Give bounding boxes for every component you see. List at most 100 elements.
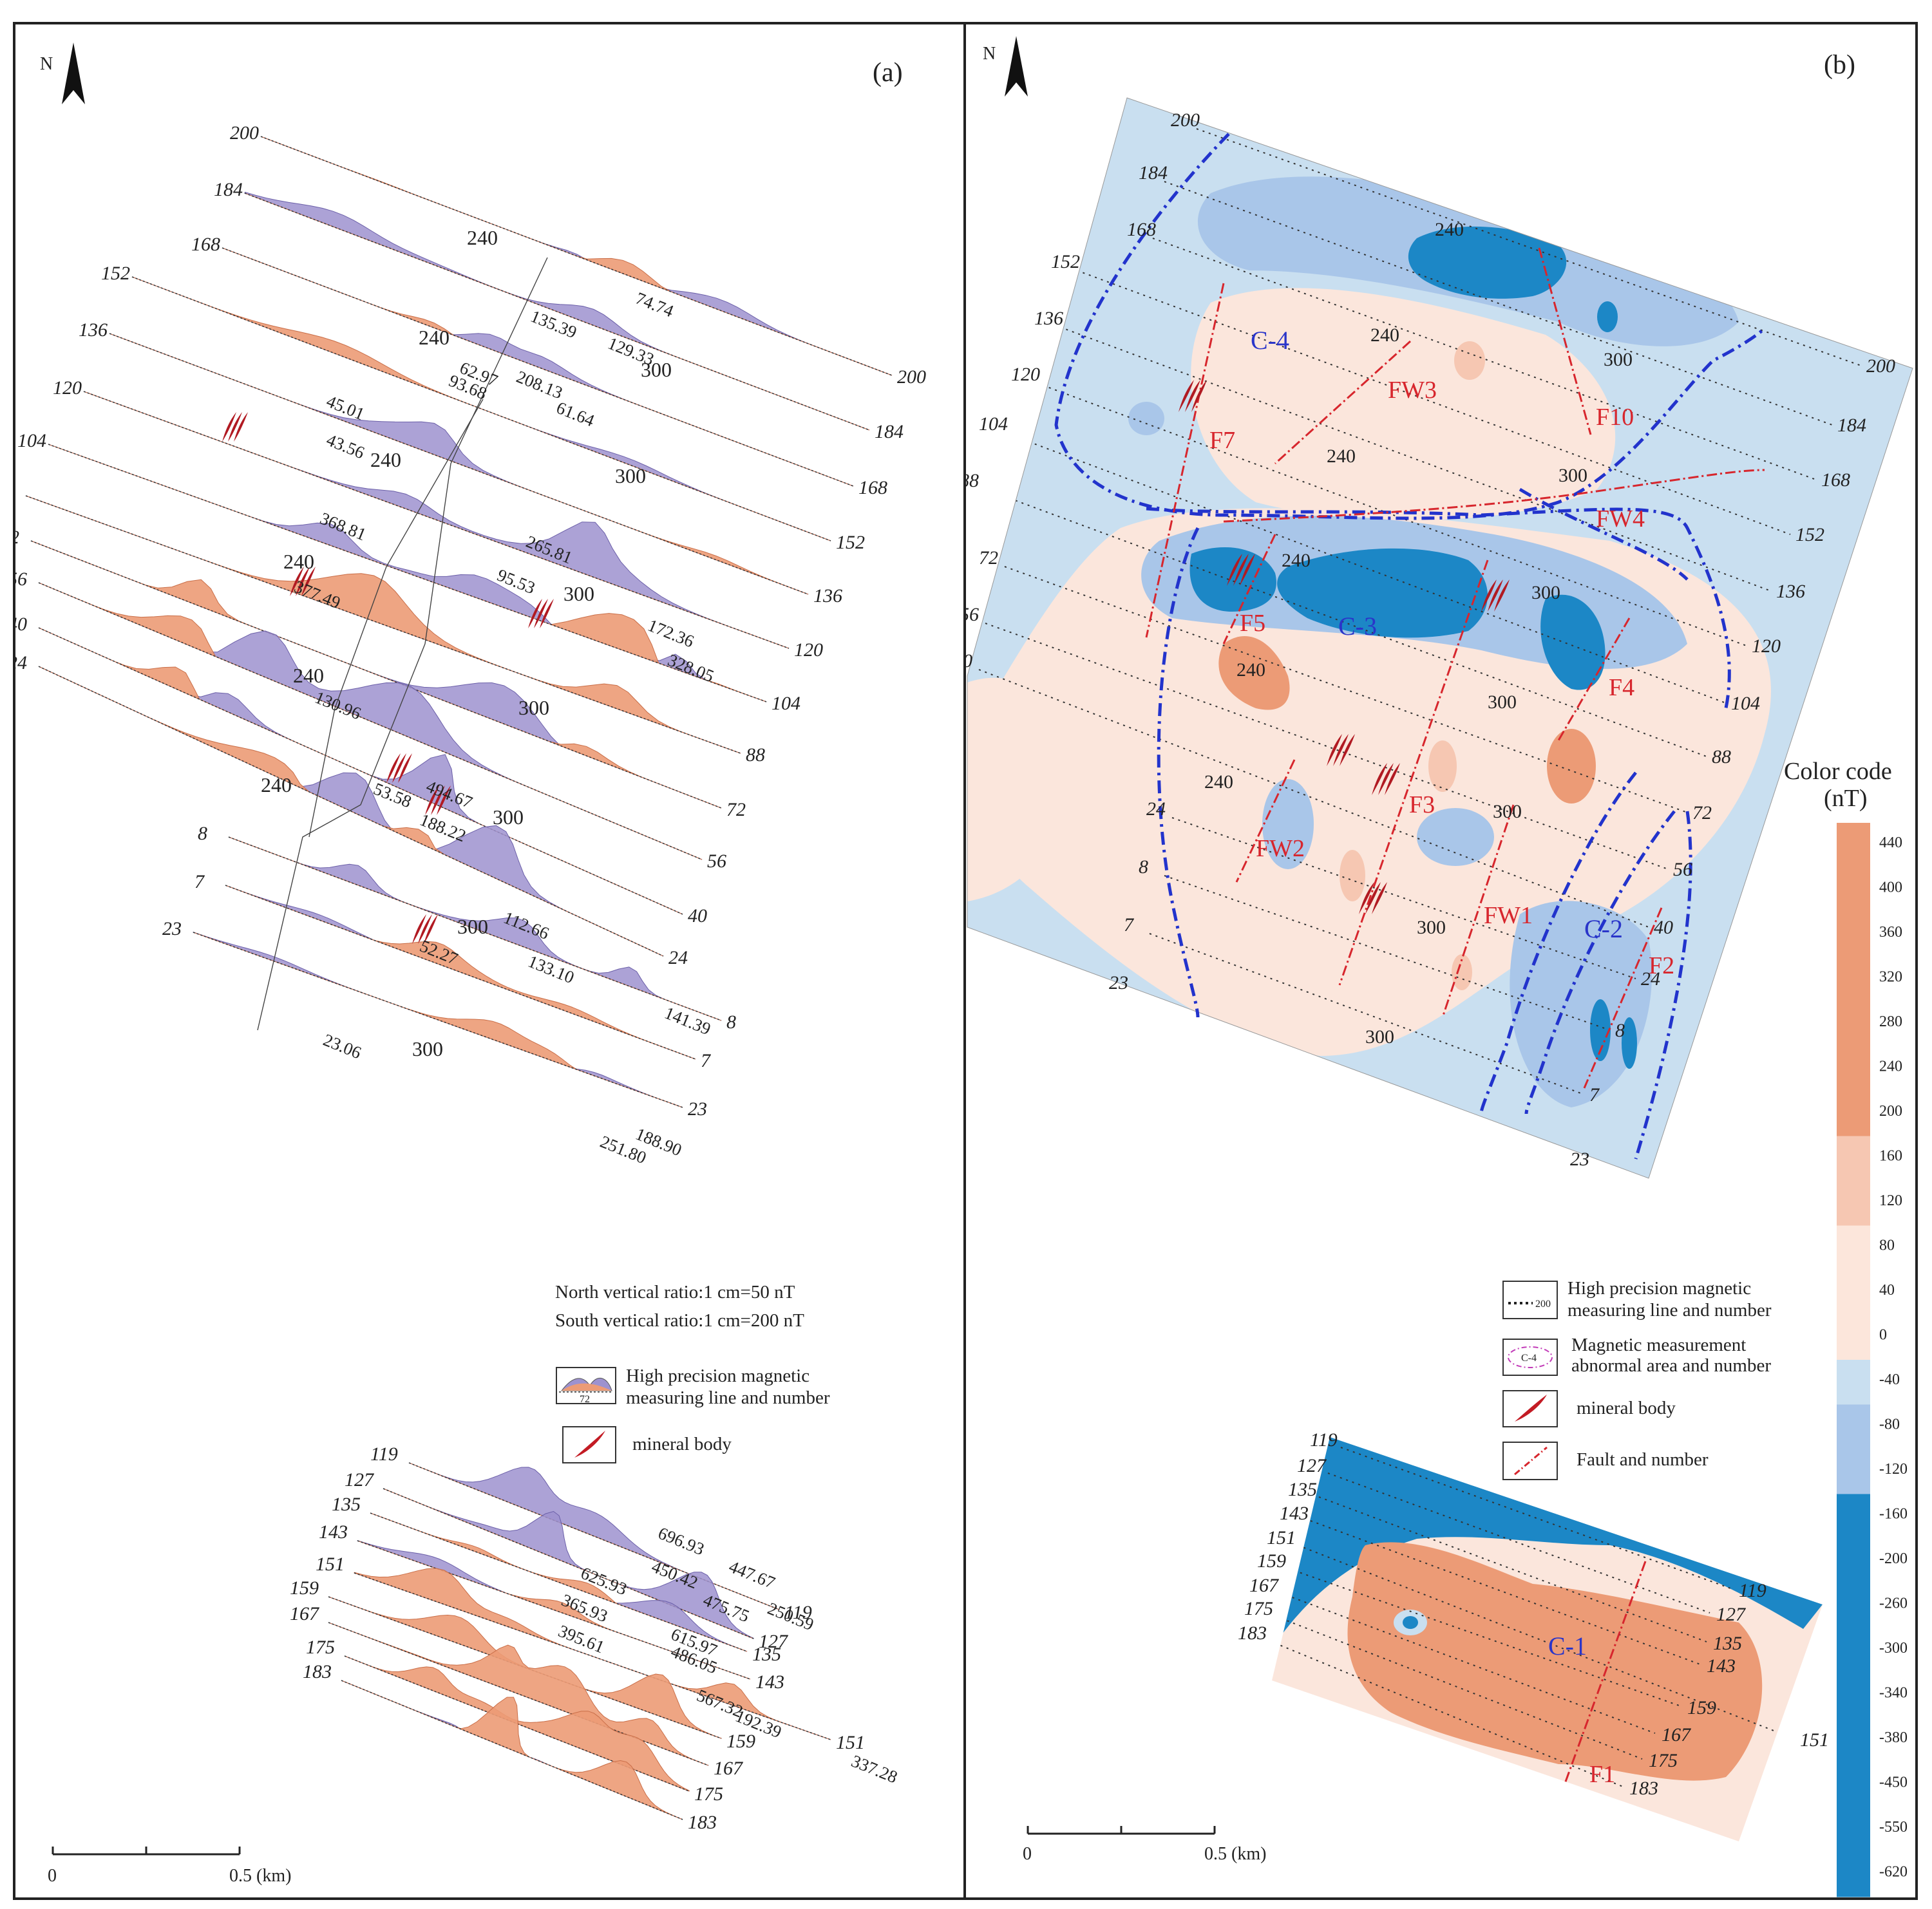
color-tick: 320 (1879, 969, 1902, 986)
map-measuring-line (1164, 875, 1611, 1031)
map-line-number-end: 127 (1716, 1604, 1747, 1625)
mineral-body (418, 914, 432, 944)
line-number-end: 143 (755, 1671, 784, 1693)
map-line-number-start: 119 (1310, 1429, 1338, 1451)
map-contour-label: 240 (1435, 219, 1464, 240)
color-code-title: Color code (1784, 758, 1892, 785)
line-number-start: 184 (214, 179, 243, 200)
map-line-number-start: 175 (1244, 1598, 1273, 1619)
map-line-number-end: 167 (1662, 1724, 1692, 1745)
measuring-line (83, 391, 790, 649)
color-code-unit: (nT) (1824, 785, 1868, 812)
line-number-start: 24 (8, 652, 27, 673)
map-measuring-line (1152, 238, 1817, 480)
value-label-south: 447.67 (726, 1557, 778, 1593)
value-label: 172.36 (645, 616, 697, 652)
color-tick: 0 (1879, 1327, 1887, 1344)
color-band (1837, 1225, 1870, 1271)
scale-b-zero: 0 (1023, 1844, 1032, 1864)
map-line-number-end: 200 (1866, 355, 1895, 377)
measuring-line (244, 193, 870, 431)
color-band (1837, 912, 1870, 957)
line-number-end: 88 (746, 744, 765, 766)
map-line-number-end: 40 (1654, 917, 1673, 938)
legend-b-mineral: mineral body (1577, 1398, 1676, 1418)
color-tick: -260 (1879, 1595, 1908, 1612)
anomaly-label: C-2 (1584, 914, 1623, 943)
measuring-line (38, 666, 664, 957)
color-band (1837, 823, 1870, 868)
color-tick: -40 (1879, 1371, 1900, 1388)
north-arrow-icon: N (40, 42, 85, 104)
measuring-line (109, 333, 809, 595)
line-number-start: 200 (230, 122, 259, 144)
map-line-number-end: 151 (1800, 1729, 1829, 1751)
line-number-end: 24 (668, 947, 688, 968)
panel-a-label: (a) (873, 58, 903, 88)
map-mineral-body (1327, 734, 1342, 766)
value-label: 43.56 (324, 430, 368, 463)
measuring-line (370, 1512, 748, 1652)
map-line-number-start: 184 (1139, 162, 1168, 183)
contour-label: 240 (283, 550, 314, 573)
line-number-start: 119 (370, 1444, 398, 1465)
line-number-end: 167 (714, 1758, 744, 1779)
fault-label: F4 (1609, 674, 1634, 701)
map-line-number-start: 151 (1267, 1527, 1296, 1548)
map-line-number-end: 56 (1673, 859, 1692, 880)
measuring-line (38, 627, 683, 915)
map-line-number-end: 8 (1615, 1020, 1625, 1041)
map-mineral-body (1488, 579, 1503, 612)
map-line-number-end: 175 (1649, 1750, 1678, 1771)
anomaly-label: C-1 (1548, 1632, 1587, 1660)
mineral-body (301, 567, 316, 596)
line-number-end: 56 (707, 851, 726, 872)
contour-label: 240 (293, 664, 324, 687)
panel-a-scale-bar: 0 0.5 (km) (48, 1847, 291, 1886)
color-band (1837, 1628, 1870, 1673)
color-band (1837, 1136, 1870, 1181)
map-line-number-start: 200 (1171, 109, 1200, 131)
line-number-end: 184 (875, 421, 904, 442)
map-line-number-end: 119 (1739, 1580, 1766, 1601)
color-tick: -550 (1879, 1819, 1908, 1836)
anomaly-boundaries (1054, 133, 1766, 1160)
mineral-body (296, 567, 310, 596)
map-line-number-start: 24 (1146, 798, 1166, 820)
color-band (1837, 1181, 1870, 1226)
color-tick: 400 (1879, 879, 1902, 896)
south-profiles (328, 1462, 831, 1820)
line-number-start: 120 (53, 377, 82, 399)
map-line-number-end: 104 (1731, 693, 1760, 714)
mineral-body (234, 412, 248, 442)
color-band (1837, 1583, 1870, 1629)
line-number-end: 23 (688, 1098, 707, 1120)
measuring-line (228, 836, 722, 1021)
fault-labels: F7 FW3 F10 FW4 F5 F4 F3 FW2 FW1 F2 F1 (1209, 377, 1674, 1788)
color-tick: 360 (1879, 924, 1902, 941)
panel-a-legend: 72 High precision magnetic measuring lin… (556, 1366, 830, 1463)
anomaly-label: C-4 (1251, 326, 1289, 355)
color-tick: 200 (1879, 1103, 1902, 1120)
fault-label: FW4 (1596, 505, 1645, 532)
map-line-number-end: 23 (1570, 1149, 1589, 1170)
mineral-body-icon-b (1515, 1395, 1547, 1422)
north-vertical-ratio: North vertical ratio:1 cm=50 nT (555, 1282, 795, 1302)
contour-label: 300 (518, 696, 549, 719)
contour-label: 240 (261, 773, 292, 796)
north-letter: N (40, 54, 53, 74)
map-line-number-start: 152 (1051, 251, 1080, 272)
map-mineral-body (1359, 882, 1374, 914)
color-band (1837, 1360, 1870, 1405)
fault-label: F3 (1409, 791, 1435, 818)
measuring-line (354, 1572, 831, 1740)
map-mineral-body (1191, 380, 1207, 412)
legend-b-line1: High precision magnetic (1567, 1278, 1751, 1299)
color-tick: -300 (1879, 1640, 1908, 1657)
line-number-start: 127 (345, 1469, 375, 1491)
value-label: 23.06 (321, 1030, 365, 1063)
color-band (1837, 1807, 1870, 1852)
map-mineral-body (1179, 380, 1194, 412)
legend-profile-line1: High precision magnetic (626, 1366, 810, 1386)
color-tick: 160 (1879, 1148, 1902, 1165)
